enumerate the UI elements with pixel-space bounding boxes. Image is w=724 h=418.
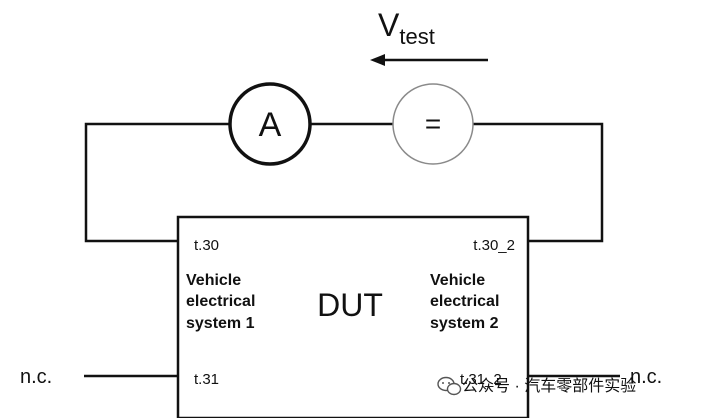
nc-right-label: n.c. <box>630 366 662 388</box>
system-left-label: Vehicle electrical system 1 <box>186 272 255 332</box>
voltage-label: Vtest <box>378 7 435 49</box>
voltage-source-label: = <box>425 108 441 139</box>
system-right-label: Vehicle electrical system 2 <box>430 272 499 332</box>
svg-text:Vehicle: Vehicle <box>430 272 485 289</box>
svg-text:system 1: system 1 <box>186 315 255 332</box>
svg-text:Vehicle: Vehicle <box>186 272 241 289</box>
wire-top-left <box>84 122 230 243</box>
svg-text:electrical: electrical <box>186 293 255 310</box>
nc-left-label: n.c. <box>20 366 52 388</box>
terminal-t31: t.31 <box>194 371 219 388</box>
watermark: 公众号 · 汽车零部件实验 <box>437 376 636 396</box>
wire-top-right <box>473 122 604 243</box>
ammeter-label: A <box>259 106 282 144</box>
voltage-symbol: V <box>378 7 400 43</box>
terminal-t31-2: t.31_2 <box>460 371 502 388</box>
wechat-icon <box>437 376 462 396</box>
svg-text:electrical: electrical <box>430 293 499 310</box>
dut-title: DUT <box>317 287 383 323</box>
terminal-t30: t.30 <box>194 237 219 254</box>
voltage-subscript: test <box>399 24 434 49</box>
voltage-direction-arrow <box>370 54 488 66</box>
dut-box <box>176 215 530 418</box>
watermark-text: 公众号 · 汽车零部件实验 <box>462 377 636 395</box>
svg-text:system 2: system 2 <box>430 315 499 332</box>
voltage-source: = <box>392 83 474 165</box>
terminal-t30-2: t.30_2 <box>473 237 515 254</box>
ammeter: A <box>228 82 312 166</box>
